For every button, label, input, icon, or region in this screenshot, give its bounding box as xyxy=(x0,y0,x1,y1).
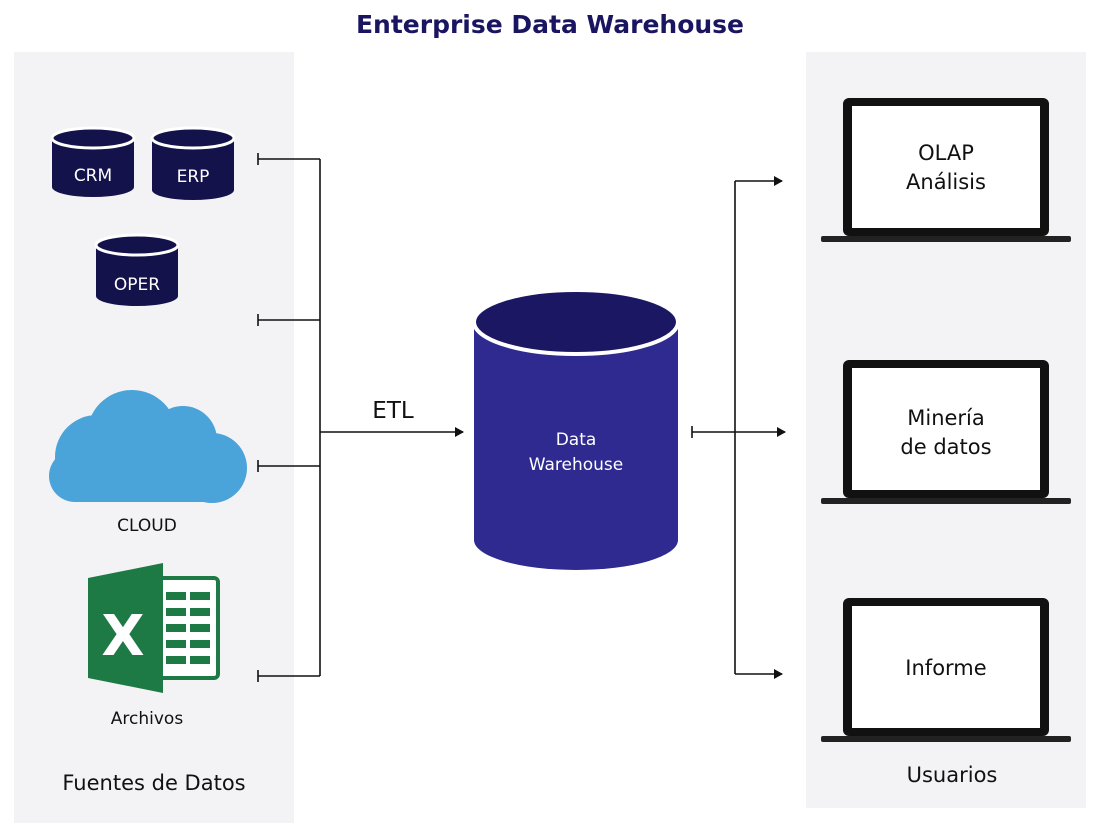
laptop-icon xyxy=(821,598,1071,742)
laptop-olap: OLAP Análisis xyxy=(821,98,1071,242)
olap-label-line2: Análisis xyxy=(906,170,986,194)
erp-database-icon: ERP xyxy=(150,126,236,200)
laptop-icon xyxy=(821,98,1071,242)
oper-label: OPER xyxy=(114,275,160,295)
excel-icon: X xyxy=(88,563,220,693)
files-label: Archivos xyxy=(111,709,184,729)
crm-label: CRM xyxy=(74,166,112,186)
oper-database-icon: OPER xyxy=(94,233,180,306)
users-connector xyxy=(691,181,736,674)
mineria-label-line2: de datos xyxy=(900,435,991,459)
crm-database-icon: CRM xyxy=(50,126,136,197)
erp-label: ERP xyxy=(177,167,210,187)
informe-label: Informe xyxy=(905,656,986,680)
olap-label-line1: OLAP xyxy=(918,141,974,165)
sources-caption: Fuentes de Datos xyxy=(62,771,245,795)
etl-label: ETL xyxy=(372,398,414,424)
sources-connector xyxy=(257,153,321,682)
svg-text:X: X xyxy=(101,604,144,669)
warehouse-label-line1: Data xyxy=(556,430,597,450)
laptop-mineria: Minería de datos xyxy=(821,360,1071,504)
cloud-label: CLOUD xyxy=(117,516,177,536)
cloud-icon xyxy=(49,390,247,503)
laptop-informe: Informe xyxy=(821,598,1071,742)
laptop-icon xyxy=(821,360,1071,504)
data-warehouse-icon: Data Warehouse xyxy=(472,288,680,570)
diagram-title: Enterprise Data Warehouse xyxy=(356,10,744,39)
mineria-label-line1: Minería xyxy=(907,406,985,430)
warehouse-label-line2: Warehouse xyxy=(529,455,623,475)
users-caption: Usuarios xyxy=(907,763,998,787)
